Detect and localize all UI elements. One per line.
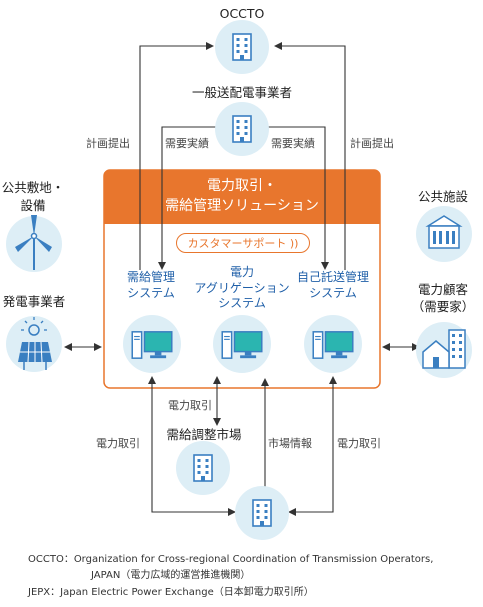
edge-power-trade-left — [148, 376, 236, 516]
balancing-market-icon — [176, 441, 230, 495]
solar-panel-icon — [6, 316, 62, 372]
balancing-market-label: 需給調整市場 — [166, 427, 242, 442]
edge-demand-results-left — [158, 126, 216, 270]
signal-waves-icon: )) — [286, 237, 299, 250]
edge-plan-submit-right — [274, 42, 346, 270]
supply-demand-system-label: 需給管理 システム — [126, 270, 176, 300]
self-wheeling-system-label: 自己託送管理 システム — [296, 270, 370, 300]
footnote-occto-line1: OCCTO：Organization for Cross-regional Co… — [28, 554, 434, 565]
customer-support-label: カスタマーサポート — [187, 237, 287, 250]
td-operator-label: 一般送配電事業者 — [191, 85, 293, 100]
customer-icon — [416, 322, 472, 378]
customer-label-line1: 電力顧客 — [417, 282, 469, 297]
supply-system-computer-icon — [123, 315, 181, 373]
plan-submit-right-label: 計画提出 — [350, 137, 394, 150]
footnote-jepx: JEPX：Japan Electric Power Exchange（日本卸電力… — [28, 587, 314, 598]
aggregation-system-computer-icon — [213, 315, 271, 373]
public-facility-icon — [416, 206, 472, 262]
power-producer-label: 発電事業者 — [2, 294, 66, 309]
public-land-label-line1: 公共敷地・ — [1, 180, 65, 195]
power-trade-left-label: 電力取引 — [96, 437, 140, 450]
solution-title-line1: 電力取引・ — [206, 178, 277, 194]
power-trade-center-label: 電力取引 — [168, 399, 212, 412]
public-land-label-line2: 設備 — [20, 198, 46, 213]
customer-label-line2: （需要家） — [411, 299, 475, 314]
edge-plan-submit-left — [139, 42, 214, 270]
customer-support-badge: カスタマーサポート )) — [176, 233, 310, 253]
self-wheeling-system-computer-icon — [304, 315, 362, 373]
footnote-occto-line2: JAPAN（電力広域的運営推進機関） — [91, 570, 251, 581]
market-info-label: 市場情報 — [268, 437, 312, 450]
edge-demand-results-right — [266, 126, 329, 270]
occto-icon — [215, 20, 269, 74]
occto-label: OCCTO — [219, 6, 265, 21]
demand-results-left-label: 需要実績 — [165, 137, 209, 150]
td-operator-icon — [215, 102, 269, 156]
aggregation-system-label: 電力 アグリゲーション システム — [194, 265, 290, 311]
edge-power-trade-right — [288, 376, 337, 516]
demand-results-right-label: 需要実績 — [271, 137, 315, 150]
solution-title-line2: 需給管理ソリューション — [165, 198, 319, 215]
solution-title: 電力取引・ 需給管理ソリューション — [165, 176, 319, 217]
connectors — [64, 42, 420, 516]
power-trade-right-label: 電力取引 — [337, 437, 381, 450]
wind-turbine-icon — [6, 215, 62, 272]
plan-submit-left-label: 計画提出 — [86, 137, 130, 150]
jepx-icon — [235, 486, 289, 540]
public-facility-label: 公共施設 — [417, 189, 469, 204]
